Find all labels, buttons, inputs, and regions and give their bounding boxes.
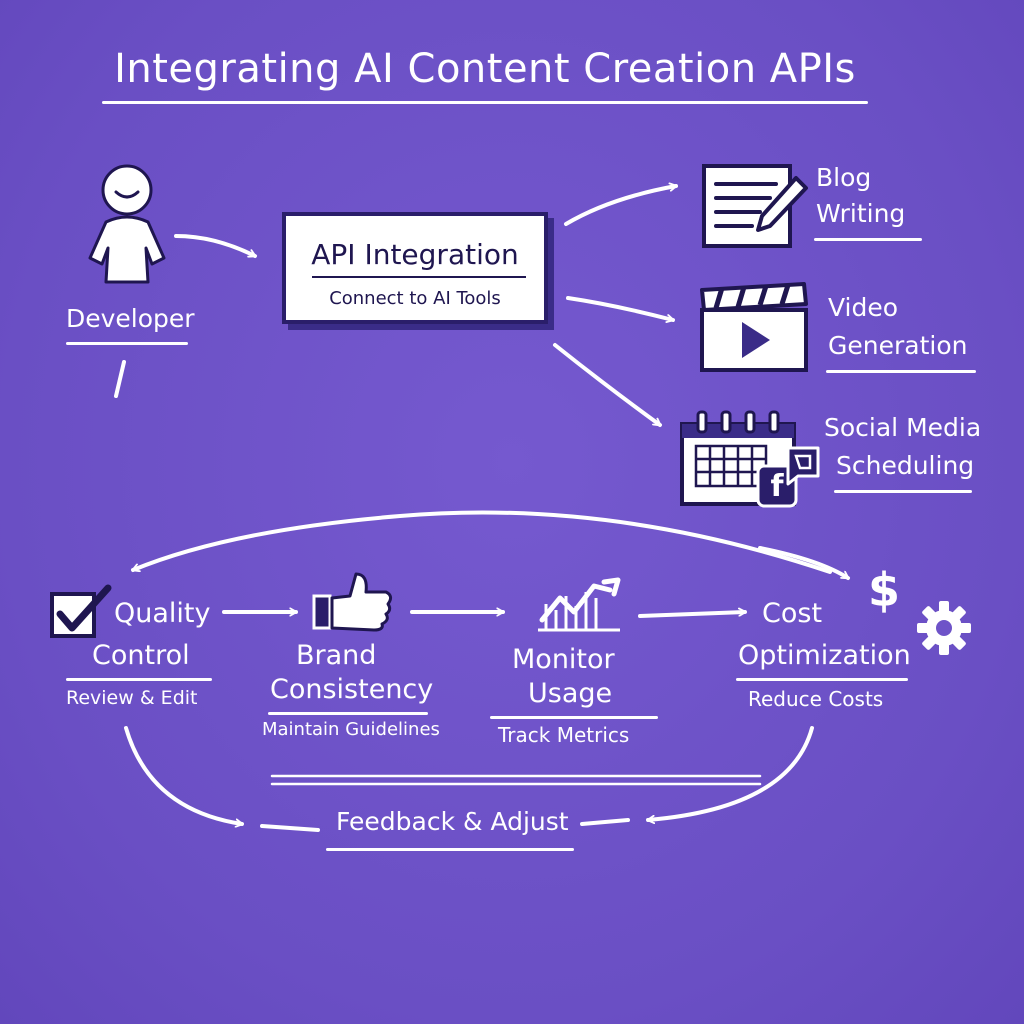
monitor-label-line1: Monitor — [512, 644, 615, 675]
video-clapperboard-icon — [700, 282, 808, 372]
blog-label-line1: Blog — [816, 163, 872, 192]
arrow-loop-top — [131, 510, 832, 574]
api-integration-subtitle: Connect to AI Tools — [329, 288, 501, 309]
arrow-loop-left — [124, 726, 244, 824]
social-label-line2: Scheduling — [836, 451, 975, 480]
blog-label-line2: Writing — [816, 199, 906, 228]
calendar-social-icon — [680, 410, 820, 508]
cost-label-line2: Optimization — [738, 640, 911, 671]
quality-label-line2: Control — [92, 640, 190, 671]
cost-label-line1: Cost — [762, 598, 823, 629]
social-label-line1: Social Media — [824, 413, 982, 442]
video-label-line2: Generation — [828, 331, 968, 360]
title-underline — [102, 101, 868, 104]
arrow-loop-right — [646, 726, 814, 820]
monitor-underline — [490, 716, 658, 719]
arrow-api-to-social — [553, 343, 662, 427]
api-title-underline — [312, 276, 526, 278]
page-title: Integrating AI Content Creation APIs — [114, 46, 856, 92]
cost-sub: Reduce Costs — [748, 687, 884, 711]
monitor-sub: Track Metrics — [498, 723, 630, 747]
thumbs-up-icon — [312, 572, 393, 632]
checkbox-icon — [50, 584, 112, 638]
video-underline — [826, 370, 976, 373]
dollar-icon: $ — [868, 563, 901, 617]
developer-label: Developer — [66, 304, 195, 333]
cost-underline — [736, 678, 908, 681]
brand-label-line2: Consistency — [270, 674, 434, 705]
chart-icon — [538, 577, 621, 632]
brand-underline — [268, 712, 428, 715]
quality-sub: Review & Edit — [66, 687, 198, 709]
api-integration-title: API Integration — [311, 238, 519, 271]
arrow-developer-to-api — [174, 234, 257, 258]
monitor-label-line2: Usage — [528, 678, 613, 709]
brand-label-line1: Brand — [296, 640, 377, 671]
arrow-api-to-video — [566, 296, 675, 320]
document-pencil-icon — [702, 164, 808, 248]
brand-sub: Maintain Guidelines — [262, 719, 440, 740]
feedback-tail-right — [580, 818, 630, 826]
blog-underline — [814, 238, 922, 241]
quality-underline — [66, 678, 212, 681]
feedback-label: Feedback & Adjust — [336, 807, 569, 836]
arrow-developer-tick — [114, 360, 126, 398]
feedback-underline — [326, 848, 574, 851]
quality-label-line1: Quality — [114, 598, 211, 629]
social-underline — [834, 490, 972, 493]
developer-underline — [66, 342, 188, 345]
arrow-monitor-to-cost — [638, 612, 747, 618]
gear-icon — [917, 601, 971, 655]
facebook-glyph: f — [770, 469, 784, 504]
developer-person-icon — [88, 164, 166, 284]
arrow-api-to-blog — [564, 186, 678, 226]
feedback-tail-left — [260, 824, 320, 832]
video-label-line1: Video — [828, 293, 899, 322]
api-integration-box: API Integration Connect to AI Tools — [282, 212, 548, 324]
arrow-loop-right-entry — [758, 546, 850, 580]
